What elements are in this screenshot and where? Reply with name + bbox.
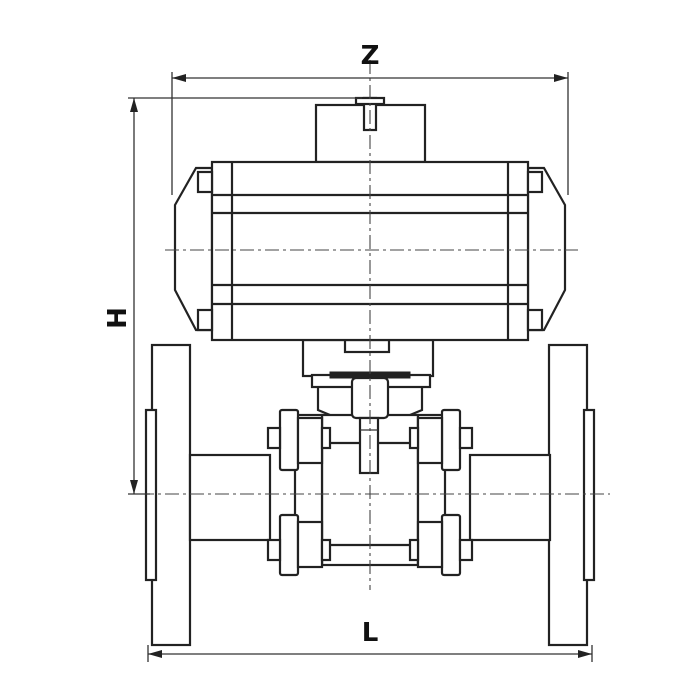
dimension-l-label: L (362, 618, 379, 648)
right-flange (468, 343, 596, 647)
left-flange (144, 343, 272, 647)
center-lines (140, 60, 610, 590)
body-bolts (266, 426, 474, 562)
dimension-l: L (147, 618, 593, 662)
dimension-z: Z (171, 41, 569, 195)
dimension-z-label: Z (361, 41, 380, 71)
mounting-bracket (301, 338, 435, 420)
dimension-h: H (103, 97, 362, 495)
dimension-h-label: H (103, 307, 133, 329)
valve-stem (358, 416, 380, 475)
